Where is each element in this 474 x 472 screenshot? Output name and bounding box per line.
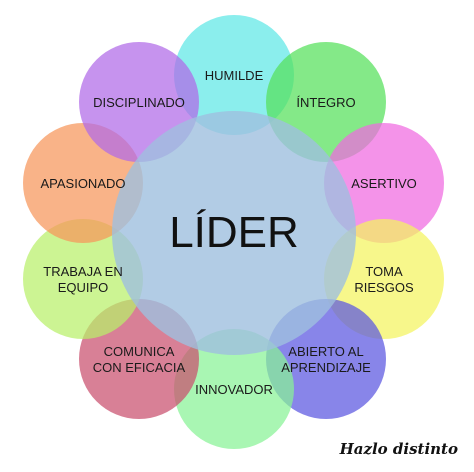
petal-label-comunica-con-eficacia: COMUNICA bbox=[104, 344, 175, 359]
petal-label-toma-riesgos: TOMA bbox=[365, 264, 403, 279]
petal-label-asertivo: ASERTIVO bbox=[351, 176, 417, 191]
petal-circle-innovador bbox=[174, 329, 294, 449]
center-label: LÍDER bbox=[169, 208, 299, 257]
petal-label-integro: ÍNTEGRO bbox=[296, 95, 355, 110]
center-circle bbox=[112, 111, 356, 355]
petal-label-humilde: HUMILDE bbox=[205, 68, 264, 83]
petal-label-innovador: INNOVADOR bbox=[195, 382, 273, 397]
petal-label-abierto-al-aprendizaje: APRENDIZAJE bbox=[281, 360, 371, 375]
brand-logo: Hazlo distinto bbox=[339, 440, 458, 458]
petal-label-abierto-al-aprendizaje: ABIERTO AL bbox=[288, 344, 363, 359]
petal-label-comunica-con-eficacia: CON EFICACIA bbox=[93, 360, 186, 375]
petal-label-trabaja-en-equipo: TRABAJA EN bbox=[43, 264, 122, 279]
petal-label-trabaja-en-equipo: EQUIPO bbox=[58, 280, 109, 295]
petal-circle-humilde bbox=[174, 15, 294, 135]
petal-label-disciplinado: DISCIPLINADO bbox=[93, 95, 185, 110]
petal-label-toma-riesgos: RIESGOS bbox=[354, 280, 414, 295]
petal-label-apasionado: APASIONADO bbox=[40, 176, 125, 191]
petal-circle-trabaja-en-equipo bbox=[23, 219, 143, 339]
